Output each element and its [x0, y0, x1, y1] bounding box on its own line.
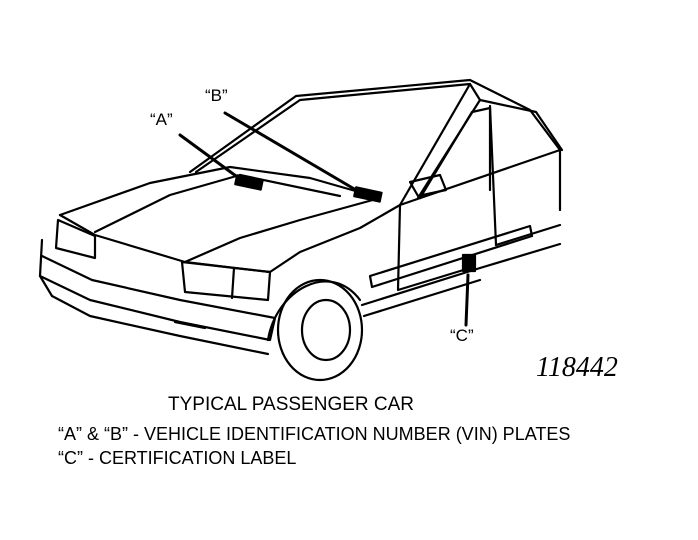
car-bumper-lower: [38, 274, 270, 356]
leader-line-a: [178, 133, 238, 178]
car-door-rear-edge: [494, 223, 562, 247]
car-side-molding: [368, 224, 534, 289]
car-door-front: [396, 203, 472, 292]
car-front-hub: [300, 298, 352, 362]
legend-vin-plates: “A” & “B” - VEHICLE IDENTIFICATION NUMBE…: [58, 424, 571, 444]
callout-a-label: “A”: [150, 110, 173, 129]
vin-plate-a-marker: [234, 174, 264, 191]
car-hood: [58, 165, 382, 264]
vin-plate-b-marker: [353, 186, 383, 203]
car-wheel-arch: [266, 280, 362, 342]
car-headlamp-top: [183, 260, 272, 274]
car-rocker-lower: [362, 278, 482, 318]
figure-number: 118442: [536, 352, 618, 383]
leader-line-c: [464, 273, 470, 327]
car-grille: [54, 218, 97, 260]
car-roof: [188, 78, 562, 174]
legend-certification-label: “C” - CERTIFICATION LABEL: [58, 448, 297, 468]
car-front-wheel: [276, 278, 364, 382]
cert-label-c-marker: [461, 253, 477, 273]
car-hood-crease: [93, 173, 242, 234]
car-mirror: [408, 173, 448, 198]
car-fender: [268, 203, 402, 274]
car-door-window: [418, 106, 492, 200]
car-headlamp-divider: [230, 266, 236, 300]
car-b-pillar: [488, 104, 498, 247]
car-side-upper: [398, 148, 562, 212]
car-windshield: [194, 82, 472, 207]
caption-title: TYPICAL PASSENGER CAR: [168, 394, 415, 415]
callout-c-label: “C”: [450, 326, 474, 345]
leader-line-b: [223, 111, 358, 192]
car-bumper: [38, 238, 277, 342]
car-rocker: [360, 242, 562, 307]
car-rear-window: [478, 98, 564, 152]
callout-b-label: “B”: [205, 86, 228, 105]
car-bumper-vent: [173, 320, 207, 330]
